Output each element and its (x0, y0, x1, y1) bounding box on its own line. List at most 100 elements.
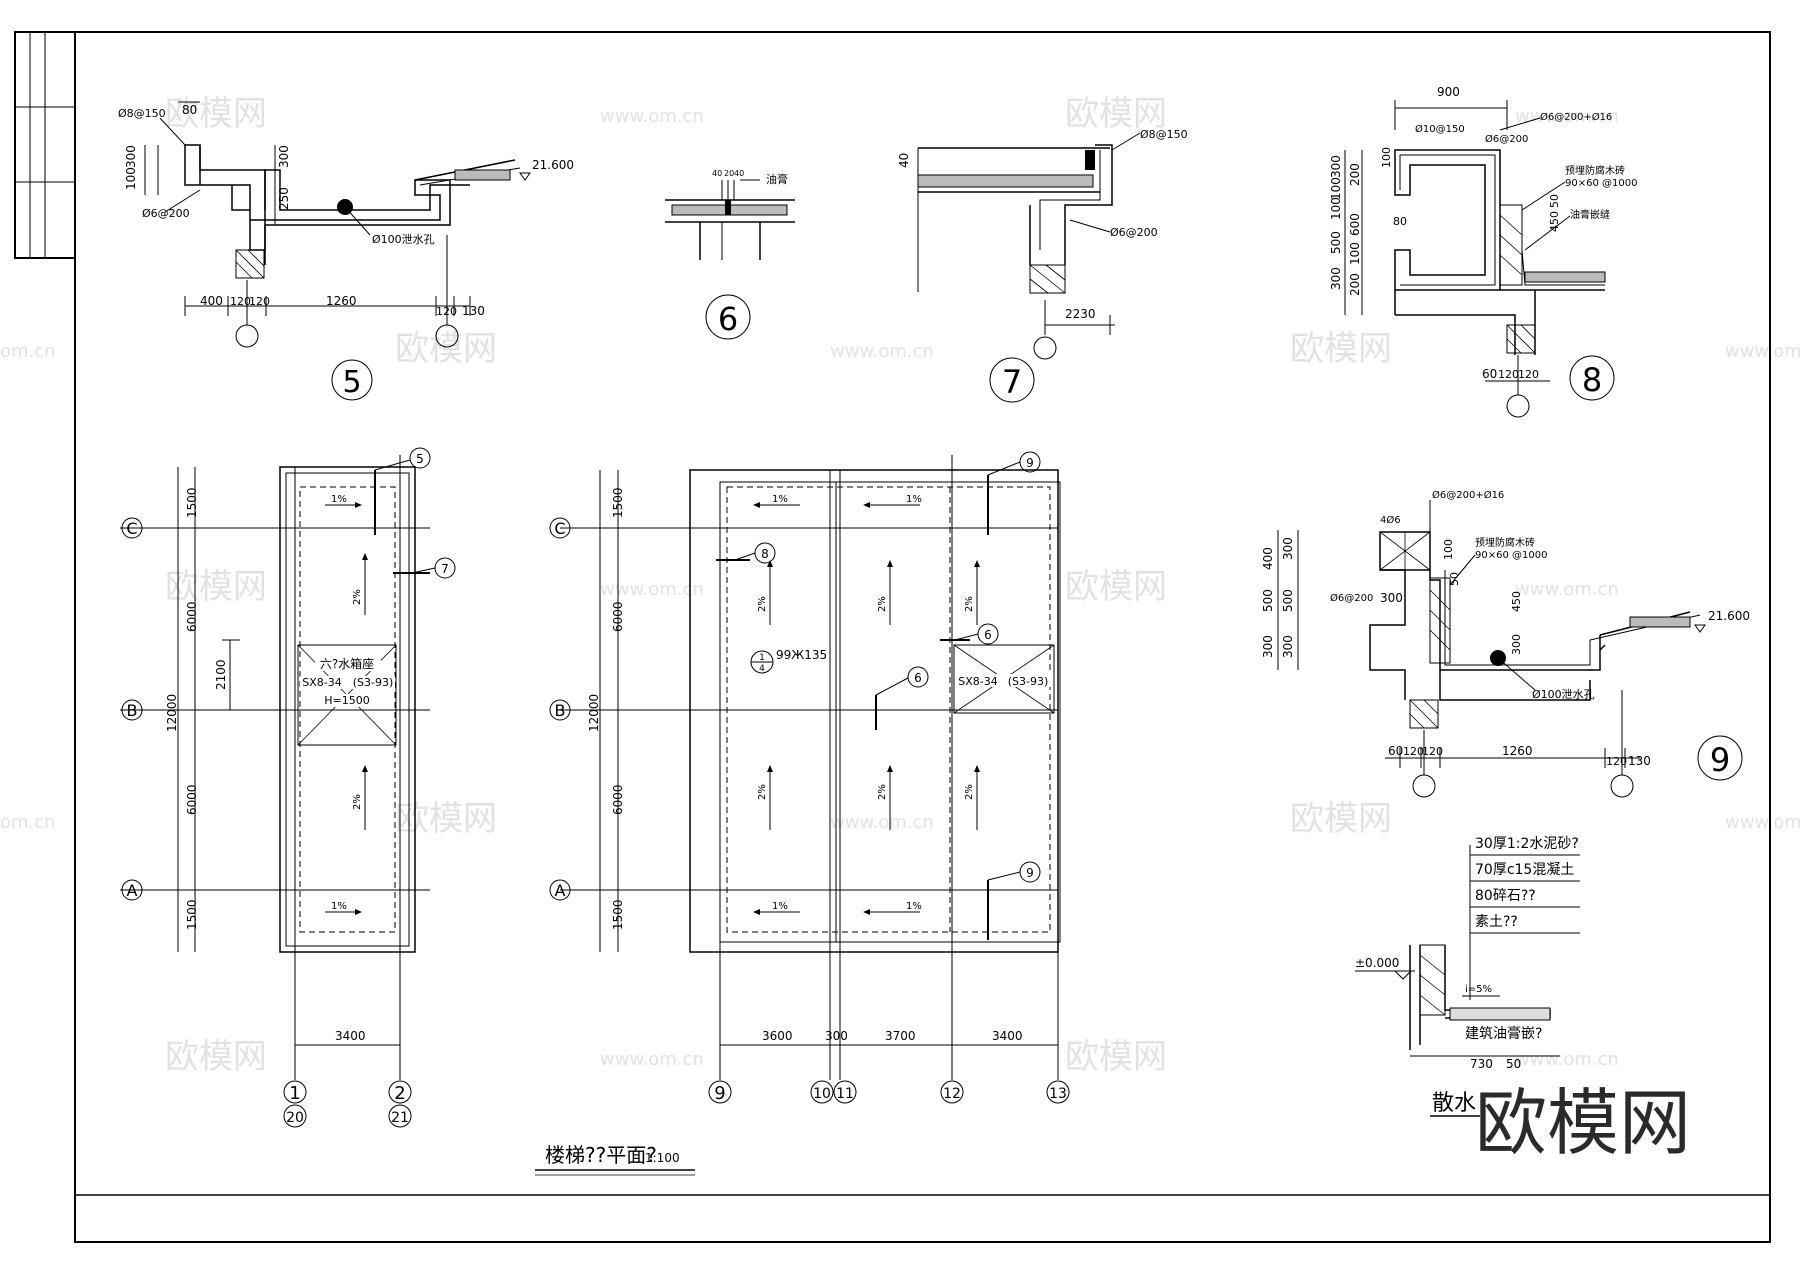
detail8-dim-v9: 200 (1348, 273, 1362, 296)
detail5-dim-v3: 300 (277, 145, 291, 168)
detail-number-9: 9 (1710, 741, 1730, 779)
plan-left-slope-1: 1% (331, 494, 347, 505)
detail5-drain: Ø100泄水孔 (372, 233, 435, 246)
detail9-dim-h6: 130 (1628, 754, 1651, 768)
plan-right-axis-C: C (554, 519, 565, 538)
plan-right-dim-w2: 300 (825, 1029, 848, 1043)
watermark-url: www.om.cn (1725, 341, 1800, 362)
plan-left-slope-2: 2% (352, 589, 363, 605)
detail8-dim-v6: 500 (1329, 231, 1343, 254)
watermark-url: www.om.cn (1515, 579, 1619, 600)
detail9-dim-h5: 120 (1606, 755, 1627, 768)
plan-right-slope-10: 1% (906, 901, 922, 912)
detail8-dim-h1: 60 (1482, 367, 1497, 381)
watermark-url-cut: om.cn (0, 812, 56, 833)
plan-right-axis-9: 9 (714, 1083, 725, 1104)
watermark-brand: 欧模网 (165, 1037, 267, 1077)
plan-right-axis-12: 12 (943, 1086, 961, 1102)
detail9-dim-inner-3: 50 (1448, 572, 1461, 586)
detail8-dim-inner-2: 80 (1393, 215, 1407, 228)
watermark-brand: 欧模网 (1065, 94, 1167, 134)
detail5-rebar-top: Ø8@150 (118, 107, 166, 120)
plan-right-dim-v2: 6000 (611, 601, 625, 632)
watermark-brand: 欧模网 (1290, 329, 1392, 369)
plan-right-slope-4: 2% (877, 596, 888, 612)
scatter-elevation: ±0.000 (1355, 956, 1399, 970)
plan-left-tank-line-1: 六?水箱座 (320, 656, 374, 671)
plan-right-slope-9: 1% (772, 901, 788, 912)
detail5-dim-top: 80 (182, 103, 197, 117)
detail9-dim-inner-2: 100 (1442, 539, 1455, 560)
plan-right-slope-7: 2% (877, 784, 888, 800)
detail8-dim-v4: 100 (1329, 197, 1343, 220)
detail9-dim-v2: 300 (1281, 537, 1295, 560)
detail5-rebar-bottom: Ø6@200 (142, 207, 190, 220)
detail7-rebar-top: Ø8@150 (1140, 128, 1188, 141)
scatter-dim-2: 50 (1506, 1057, 1521, 1071)
detail6-label: 油膏 (766, 172, 788, 186)
scatter-layer-4: 素土?? (1475, 914, 1518, 930)
detail8-dim-v8: 300 (1329, 267, 1343, 290)
detail6-dim-1: 40 (712, 169, 722, 178)
plan-left-slope-4: 1% (331, 901, 347, 912)
detail9-wood-spec: 90×60 @1000 (1475, 550, 1547, 561)
detail-number-8: 8 (1582, 361, 1602, 399)
detail7-dim-bottom: 2230 (1065, 307, 1096, 321)
plan-right-slope-8: 2% (964, 784, 975, 800)
plan-left-axis-A: A (127, 881, 138, 900)
plan-right-tank-line-1: SX8-34 (958, 675, 997, 688)
detail-6: 油膏 40 20 40 6 (665, 169, 795, 340)
watermark-brand: 欧模网 (395, 799, 497, 839)
watermark-brand: 欧模网 (1290, 799, 1392, 839)
plan-right-axis-B: B (555, 701, 566, 720)
plan-right-callout-9-bottom: 9 (1026, 866, 1034, 880)
watermark-brand: 欧模网 (395, 329, 497, 369)
plan-left-dim-v4: 6000 (185, 784, 199, 815)
watermark-logo: 欧模网 (1475, 1081, 1691, 1165)
plan-left-tank-line-4: H=1500 (324, 694, 369, 707)
watermark-url: www.om.cn (1725, 812, 1800, 833)
detail9-rebar-a: 4Ø6 (1380, 514, 1401, 526)
detail8-dim-h3: 120 (1518, 368, 1539, 381)
watermark-url: www.om.cn (600, 106, 704, 127)
scatter-dim-1: 730 (1470, 1057, 1493, 1071)
scatter-joint: 建筑油膏嵌? (1465, 1025, 1542, 1042)
detail9-dim-inner-5: 300 (1510, 634, 1523, 655)
watermark-url: www.om.cn (1515, 106, 1619, 127)
detail8-dim-inner-3: 50 (1548, 194, 1561, 208)
detail7-rebar-bottom: Ø6@200 (1110, 226, 1158, 239)
detail8-dim-h2: 120 (1498, 368, 1519, 381)
watermark-url: www.om.cn (830, 341, 934, 362)
scatter-detail: 30厚1:2水泥砂? 70厚c15混凝土 80碎石?? 素土?? ±0.000 … (1355, 836, 1580, 1117)
plan-left-dim-width: 3400 (335, 1029, 366, 1043)
watermark-url: www.om.cn (830, 812, 934, 833)
scatter-layer-2: 70厚c15混凝土 (1475, 862, 1574, 878)
detail9-dim-inner-4: 450 (1510, 591, 1523, 612)
plan-left-axis-2: 2 (394, 1083, 405, 1104)
drawing-scale: 1:100 (645, 1151, 680, 1165)
plan-right-slope-6: 2% (757, 784, 768, 800)
detail9-dim-h4: 1260 (1502, 744, 1533, 758)
detail8-rebar-b: Ø6@200 (1485, 133, 1528, 145)
detail8-dim-v1: 100 (1329, 177, 1343, 200)
detail9-dim-v6: 300 (1281, 635, 1295, 658)
watermark-layer: 欧模网 www.om.cn 欧模网 www.om.cn om.cn 欧模网 ww… (0, 94, 1800, 1077)
scatter-title: 散水 (1432, 1091, 1476, 1116)
detail5-dim-h2: 120 (230, 295, 251, 308)
plan-right-callout-9-top: 9 (1026, 456, 1034, 470)
detail-9: 4Ø6 Ø6@200+Ø16 Ø6@200 预埋防腐木砖 90×60 @1000… (1261, 489, 1750, 798)
plan-left-axis-C: C (126, 519, 137, 538)
plan-left-dim-inner: 2100 (214, 659, 228, 690)
detail8-dim-v2: 300 (1329, 155, 1343, 178)
detail-number-5: 5 (342, 365, 361, 400)
detail8-rebar-c: Ø6@200+Ø16 (1540, 111, 1612, 123)
plan-left-callout-5: 5 (416, 452, 424, 466)
detail8-dim-v5: 600 (1348, 213, 1362, 236)
watermark-url-cut: om.cn (0, 341, 56, 362)
detail5-dim-h1: 400 (200, 294, 223, 308)
watermark-url: www.om.cn (1515, 1049, 1619, 1070)
plan-right-callout-6-a: 6 (984, 628, 992, 642)
detail9-wood: 预埋防腐木砖 (1475, 536, 1535, 549)
plan-right-ref-frac-top: 1 (759, 653, 765, 663)
plan-right-axis-10: 10 (813, 1086, 831, 1102)
